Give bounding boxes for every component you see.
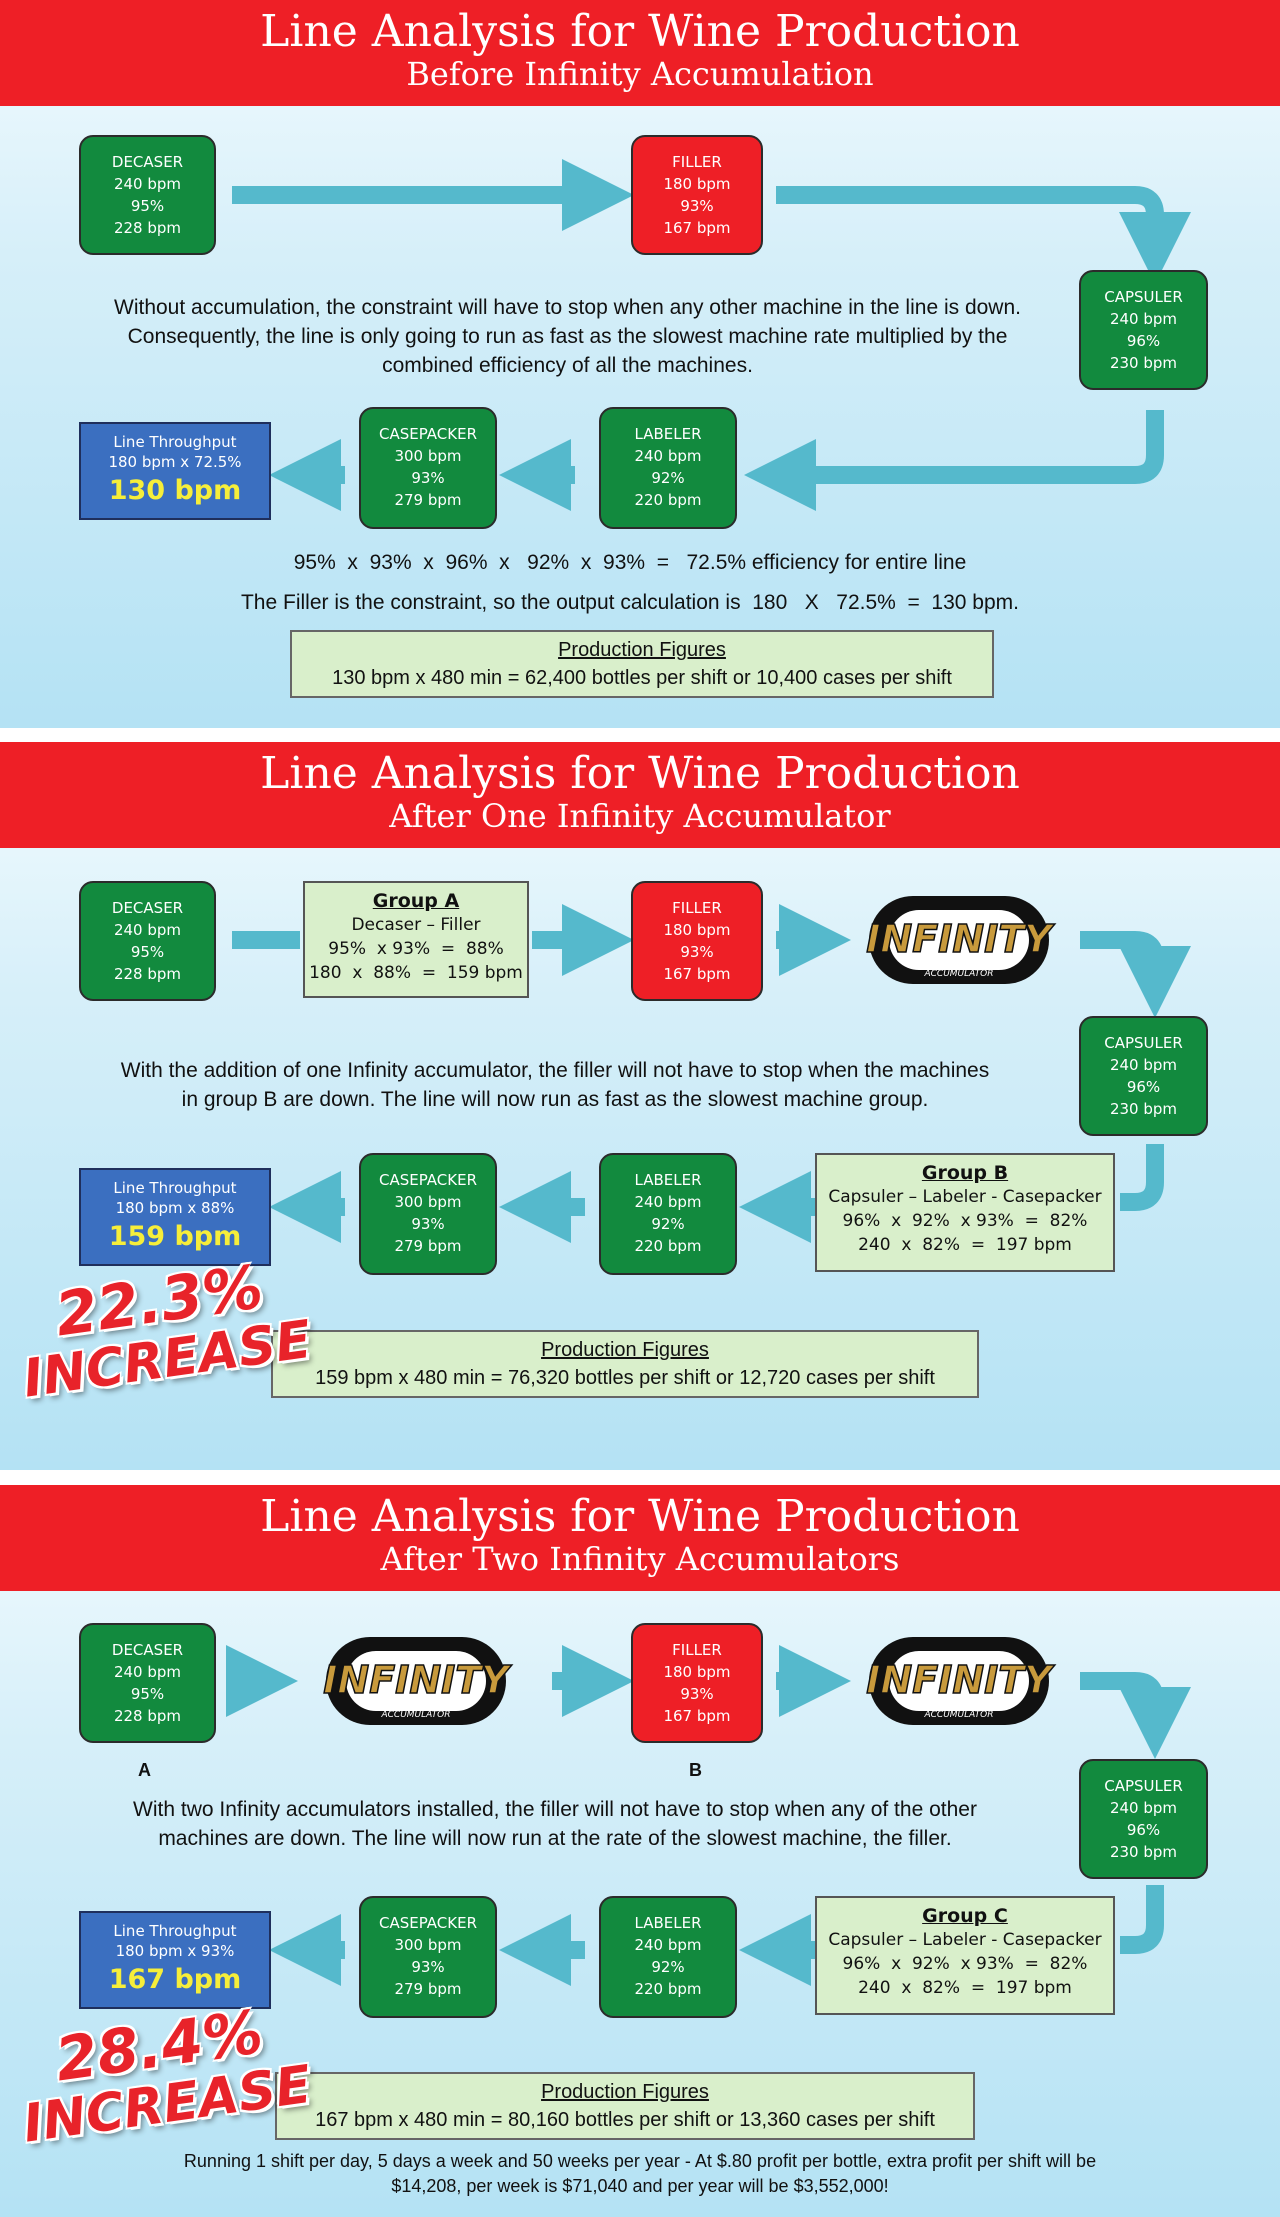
labeler-box: LABELER 240 bpm 92% 220 bpm (599, 1896, 737, 2018)
arrow-capsuler-groupc (1120, 1885, 1164, 1954)
constraint-line: The Filler is the constraint, so the out… (240, 591, 1019, 614)
arrow-infinity-b-capsuler (1080, 1672, 1191, 1759)
filler-box: FILLER 180 bpm 93% 167 bpm (631, 881, 763, 1001)
capsuler-box: CAPSULER 240 bpm 96% 230 bpm (1079, 1016, 1208, 1136)
panel-3-banner: Line Analysis for Wine Production After … (0, 1485, 1280, 1591)
svg-text:INFINITY: INFINITY (323, 1658, 512, 1702)
panel-2-subtitle: After One Infinity Accumulator (389, 797, 891, 835)
infinity-accumulator-logo: INFINITY ACCUMULATOR (866, 896, 1056, 984)
svg-text:ACCUMULATOR: ACCUMULATOR (380, 1710, 450, 1720)
line-throughput-box: Line Throughput 180 bpm x 88% 159 bpm (79, 1168, 271, 1266)
panel-1-banner: Line Analysis for Wine Production Before… (0, 0, 1280, 106)
throughput-value: 130 bpm (108, 475, 242, 506)
panel-3-subtitle: After Two Infinity Accumulators (380, 1540, 900, 1578)
panel-before: Line Analysis for Wine Production Before… (0, 0, 1280, 728)
arrow-infinity-capsuler (1080, 931, 1191, 1018)
group-c-box: Group C Capsuler – Labeler - Casepacker … (815, 1896, 1115, 2015)
panel-2-flow-arrows (232, 904, 1191, 1243)
group-a-box: Group A Decaser – Filler 95% x 93% = 88%… (303, 881, 529, 998)
panel-1-title: Line Analysis for Wine Production (260, 6, 1020, 57)
casepacker-box: CASEPACKER 300 bpm 93% 279 bpm (359, 1153, 497, 1275)
panel-2-production-figures: Production Figures 159 bpm x 480 min = 7… (271, 1330, 979, 1398)
throughput-value: 167 bpm (108, 1964, 242, 1995)
panel-one-accumulator: Line Analysis for Wine Production After … (0, 742, 1280, 1470)
panel-3-description: With two Infinity accumulators installed… (133, 1798, 977, 1850)
panel-1-description: Without accumulation, the constraint wil… (114, 296, 1021, 377)
decaser-box: DECASER 240 bpm 95% 228 bpm (79, 881, 216, 1001)
casepacker-box: CASEPACKER 300 bpm 93% 279 bpm (359, 407, 497, 529)
panel-3-title: Line Analysis for Wine Production (260, 1491, 1020, 1542)
efficiency-line: 95% x 93% x 96% x 92% x 93% = 72.5% effi… (293, 551, 967, 574)
throughput-value: 159 bpm (108, 1221, 242, 1252)
panel-1-production-figures: Production Figures 130 bpm x 480 min = 6… (290, 630, 994, 698)
capsuler-box: CAPSULER 240 bpm 96% 230 bpm (1079, 1759, 1208, 1879)
arrow-capsuler-groupb (1120, 1144, 1164, 1211)
group-b-box: Group B Capsuler – Labeler - Casepacker … (815, 1153, 1115, 1272)
infinity-accumulator-a-logo: INFINITY ACCUMULATOR (323, 1637, 513, 1725)
svg-text:ACCUMULATOR: ACCUMULATOR (923, 969, 993, 979)
labeler-box: LABELER 240 bpm 92% 220 bpm (599, 407, 737, 529)
capsuler-box: CAPSULER 240 bpm 96% 230 bpm (1079, 270, 1208, 390)
panel-1-subtitle: Before Infinity Accumulation (406, 55, 874, 93)
filler-box: FILLER 180 bpm 93% 167 bpm (631, 1623, 763, 1743)
decaser-box: DECASER 240 bpm 95% 228 bpm (79, 135, 216, 255)
arrow-capsuler-labeler (744, 410, 1164, 511)
panel-2-description: With the addition of one Infinity accumu… (120, 1059, 990, 1111)
panel-2-title: Line Analysis for Wine Production (260, 748, 1020, 799)
panel-1-flow-arrows (232, 159, 1191, 511)
svg-text:INFINITY: INFINITY (866, 1658, 1055, 1702)
label-b: B (689, 1760, 702, 1780)
line-throughput-box: Line Throughput 180 bpm x 93% 167 bpm (79, 1911, 271, 2009)
arrow-filler-capsuler (776, 186, 1191, 284)
panel-two-accumulators: Line Analysis for Wine Production After … (0, 1485, 1280, 2217)
casepacker-box: CASEPACKER 300 bpm 93% 279 bpm (359, 1896, 497, 2018)
labeler-box: LABELER 240 bpm 92% 220 bpm (599, 1153, 737, 1275)
line-throughput-box: Line Throughput 180 bpm x 72.5% 130 bpm (79, 422, 271, 520)
panel-2-banner: Line Analysis for Wine Production After … (0, 742, 1280, 848)
svg-text:ACCUMULATOR: ACCUMULATOR (923, 1710, 993, 1720)
label-a: A (138, 1760, 151, 1780)
panel-3-flow-arrows (226, 1645, 1191, 1986)
annual-profit-footer: Running 1 shift per day, 5 days a week a… (183, 2151, 1097, 2196)
infinity-accumulator-b-logo: INFINITY ACCUMULATOR (866, 1637, 1056, 1725)
filler-box: FILLER 180 bpm 93% 167 bpm (631, 135, 763, 255)
panel-3-production-figures: Production Figures 167 bpm x 480 min = 8… (275, 2072, 975, 2140)
svg-text:INFINITY: INFINITY (866, 917, 1055, 961)
decaser-box: DECASER 240 bpm 95% 228 bpm (79, 1623, 216, 1743)
